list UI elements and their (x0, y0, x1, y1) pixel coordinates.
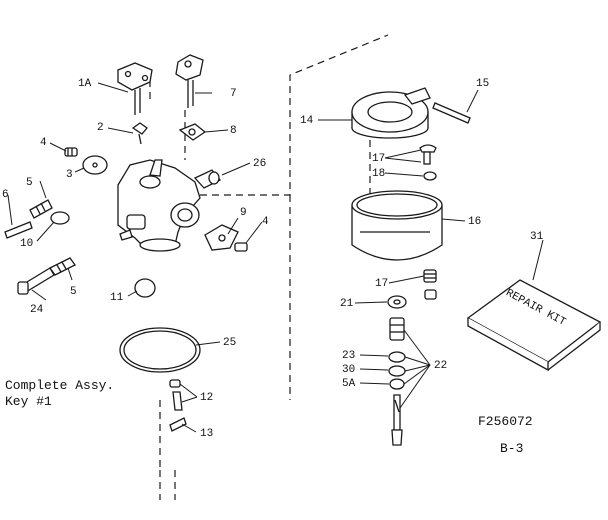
spring-5-upper (29, 199, 53, 219)
label-22: 22 (434, 360, 447, 372)
needle-valve-22 (391, 394, 403, 446)
label-7: 7 (230, 88, 237, 100)
label-26: 26 (253, 158, 266, 170)
label-15: 15 (476, 78, 489, 90)
washer-23 (388, 351, 406, 363)
label-6: 6 (2, 189, 9, 201)
spring-8 (178, 123, 207, 141)
nut-17-lower (424, 289, 437, 300)
label-9: 9 (240, 207, 247, 219)
needle-17-upper (419, 144, 437, 165)
label-14: 14 (300, 115, 314, 127)
label-4-right: 4 (262, 216, 269, 228)
needle-24 (17, 267, 55, 295)
label-23: 23 (342, 350, 355, 362)
assembly-guide-lines (149, 34, 389, 500)
float-bowl-gasket-25 (119, 327, 201, 373)
label-3: 3 (66, 169, 73, 181)
label-8: 8 (230, 125, 237, 137)
clip-18 (423, 171, 437, 181)
label-5a: 5A (342, 378, 356, 390)
label-21: 21 (340, 298, 354, 310)
page-code: B-3 (500, 441, 523, 456)
spring-5-lower (49, 257, 76, 276)
label-10: 10 (20, 238, 33, 250)
needle-6 (4, 221, 33, 239)
throttle-plate-1a (117, 62, 153, 115)
label-1a: 1A (78, 78, 92, 90)
bowl-nut-22 (389, 317, 405, 341)
gasket-10 (50, 211, 70, 225)
complete-assembly-note-line1: Complete Assy. (5, 378, 114, 393)
label-12: 12 (200, 392, 213, 404)
label-30: 30 (342, 364, 355, 376)
label-18: 18 (372, 168, 385, 180)
label-31: 31 (530, 231, 544, 243)
washer-21 (387, 295, 407, 309)
label-24: 24 (30, 304, 44, 316)
label-2: 2 (97, 122, 104, 134)
carburetor-body (117, 159, 201, 252)
screw-13 (169, 417, 187, 432)
spring-2 (131, 122, 148, 145)
label-16: 16 (468, 216, 481, 228)
complete-assembly-note-line2: Key #1 (5, 394, 52, 409)
float-14 (351, 87, 431, 139)
pin-15 (432, 102, 471, 124)
figure-number: F256072 (478, 414, 533, 429)
screw-4-right (234, 242, 248, 252)
spring-17-lower (423, 269, 437, 283)
label-17-lower: 17 (375, 278, 388, 290)
washer-5a (389, 378, 405, 390)
valve-12 (169, 379, 183, 411)
seal-11 (134, 278, 156, 298)
label-13: 13 (200, 428, 213, 440)
label-11: 11 (110, 292, 124, 304)
callout-labels: 1A 2 3 4 4 5 5 6 7 8 9 10 11 12 13 14 15… (2, 78, 544, 440)
label-17-upper: 17 (372, 153, 385, 165)
label-5-upper: 5 (26, 177, 33, 189)
leader-lines (7, 82, 544, 433)
choke-shaft-7 (175, 54, 204, 108)
washer-30 (388, 365, 406, 377)
label-25: 25 (223, 337, 236, 349)
screw-4-upper (64, 147, 78, 157)
label-5-lower: 5 (70, 286, 77, 298)
fitting-26 (193, 169, 222, 189)
repair-kit-31 (466, 279, 602, 372)
bowl-16 (351, 190, 443, 261)
washer-3 (82, 155, 108, 175)
label-4-upper: 4 (40, 137, 47, 149)
plate-9 (204, 224, 239, 251)
